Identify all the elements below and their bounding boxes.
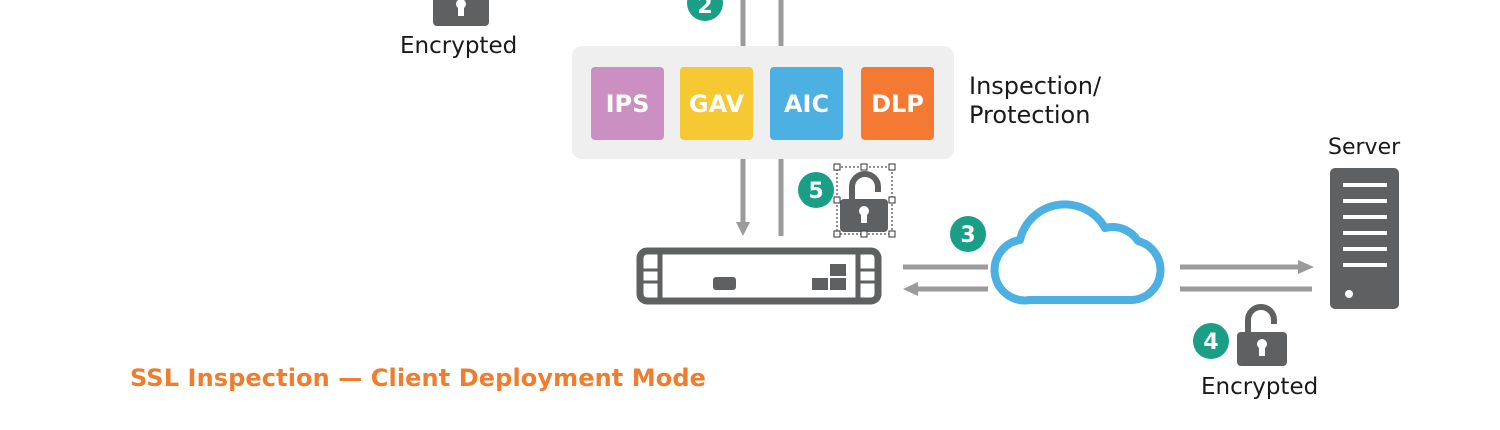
arrow-down-to-firewall: [736, 159, 750, 236]
ips-module: IPS: [591, 67, 664, 140]
server-label: Server: [1328, 135, 1401, 160]
diagram-title: SSL Inspection — Client Deployment Mode: [130, 364, 707, 392]
dlp-module: DLP: [861, 67, 934, 140]
svg-text:2: 2: [697, 0, 712, 19]
arrows-firewall-cloud: [903, 264, 988, 296]
arrows-cloud-server: [1180, 260, 1314, 292]
encrypted-label-top: Encrypted: [400, 33, 518, 59]
cloud-icon: [990, 200, 1165, 305]
encrypted-label-bottom: Encrypted: [1201, 374, 1319, 400]
step-4-badge: 4: [1193, 323, 1229, 359]
lock-icon-selected[interactable]: [833, 163, 896, 238]
server-icon: [1330, 168, 1399, 309]
lock-icon-bottom: [1237, 304, 1287, 366]
svg-text:3: 3: [960, 223, 975, 248]
inspection-protection-label: Inspection/ Protection: [969, 72, 1101, 130]
svg-text:5: 5: [808, 179, 823, 204]
gav-module: GAV: [680, 67, 753, 140]
inspection-label-line2: Protection: [969, 101, 1091, 129]
step-5-badge: 5: [798, 172, 834, 208]
inspection-label-line1: Inspection/: [969, 72, 1102, 100]
inspection-panel: IPS GAV AIC DLP: [572, 46, 954, 159]
aic-module: AIC: [770, 67, 843, 140]
lock-icon-top: [433, 0, 489, 26]
step-3-badge: 3: [950, 216, 986, 252]
firewall-appliance-icon: [636, 247, 882, 305]
svg-text:4: 4: [1203, 330, 1218, 355]
step-2-badge: 2: [687, 0, 723, 21]
